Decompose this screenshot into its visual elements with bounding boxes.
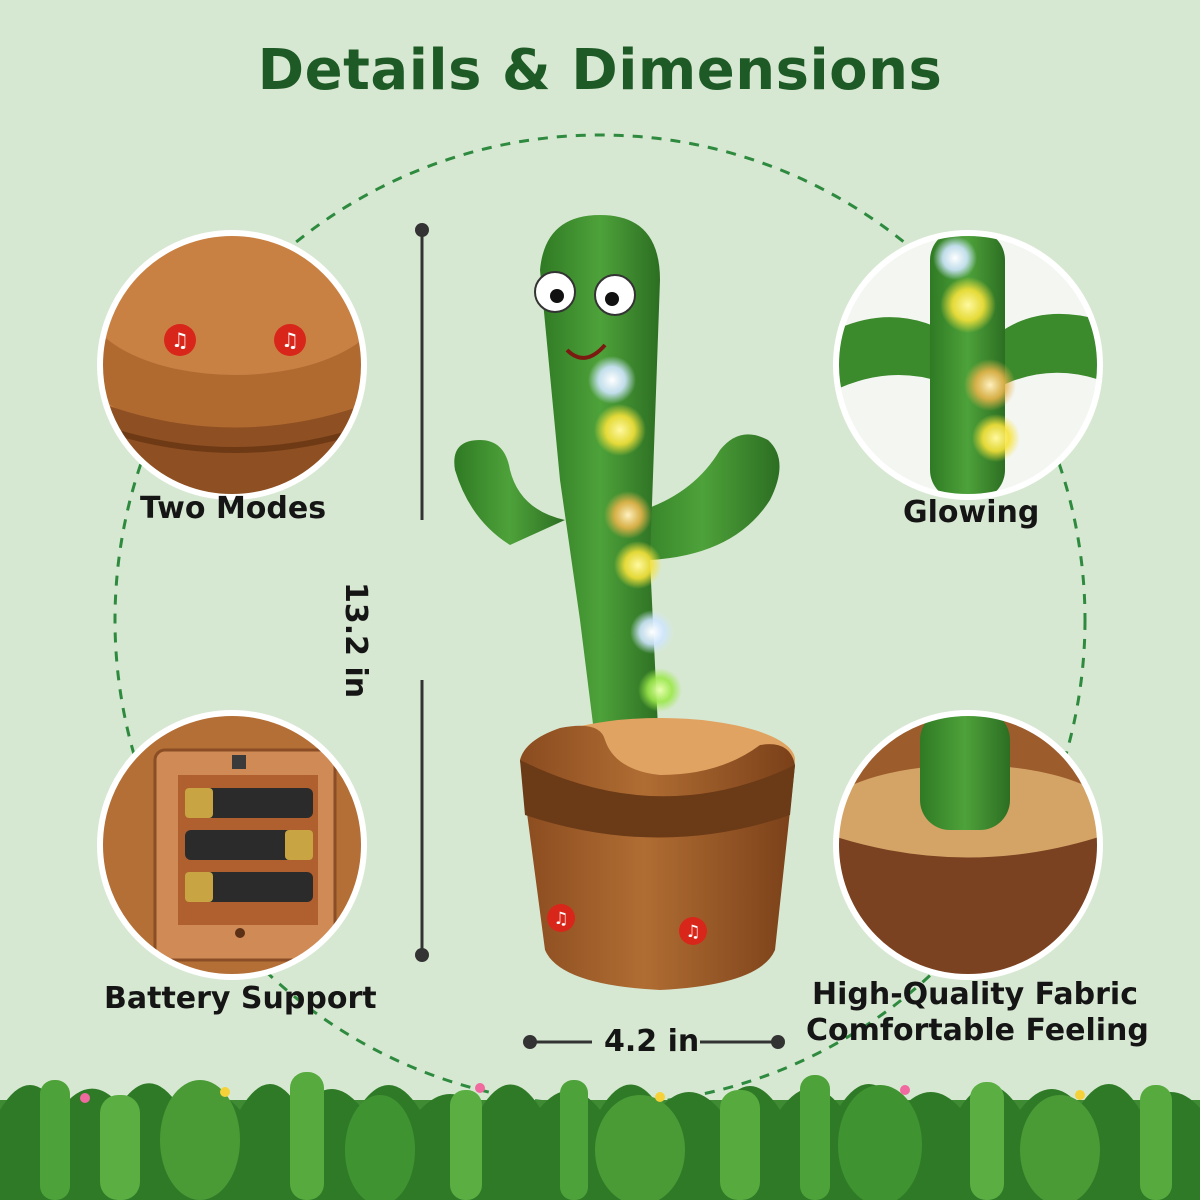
- product-cactus-image: ♫ ♫: [454, 215, 795, 990]
- height-dimension-line: [415, 223, 429, 962]
- music-button-icon: [679, 917, 707, 945]
- music-button-icon: [547, 904, 575, 932]
- detail-fabric: [833, 710, 1103, 980]
- music-button-icon: [164, 324, 196, 356]
- music-button-icon: [274, 324, 306, 356]
- svg-text:♫: ♫: [685, 922, 700, 942]
- width-dimension-label: 4.2 in: [604, 1024, 700, 1059]
- led-light-icon: [588, 356, 636, 404]
- svg-text:♫: ♫: [171, 328, 189, 352]
- width-dimension-line: [523, 1035, 785, 1049]
- detail-two-modes: ♫ ♫: [97, 230, 367, 500]
- smile-icon: [565, 343, 607, 360]
- led-light-icon: [630, 610, 674, 654]
- feature-label-glowing: Glowing: [903, 495, 1040, 530]
- page-title: Details & Dimensions: [257, 38, 943, 103]
- led-light-icon: [638, 668, 682, 712]
- feature-label-battery-support: Battery Support: [104, 981, 377, 1016]
- height-dimension-label: 13.2 in: [338, 582, 373, 699]
- svg-text:♫: ♫: [553, 909, 568, 929]
- detail-battery-support: [97, 710, 367, 980]
- feature-label-comfort: Comfortable Feeling: [806, 1013, 1149, 1048]
- detail-glowing: [833, 230, 1103, 500]
- led-light-icon: [594, 404, 646, 456]
- svg-text:♫: ♫: [281, 328, 299, 352]
- led-light-icon: [604, 491, 652, 539]
- decorative-cactus-row: [0, 1072, 1200, 1200]
- led-light-icon: [614, 541, 662, 589]
- feature-label-fabric: High-Quality Fabric: [812, 977, 1139, 1012]
- feature-label-two-modes: Two Modes: [140, 491, 327, 526]
